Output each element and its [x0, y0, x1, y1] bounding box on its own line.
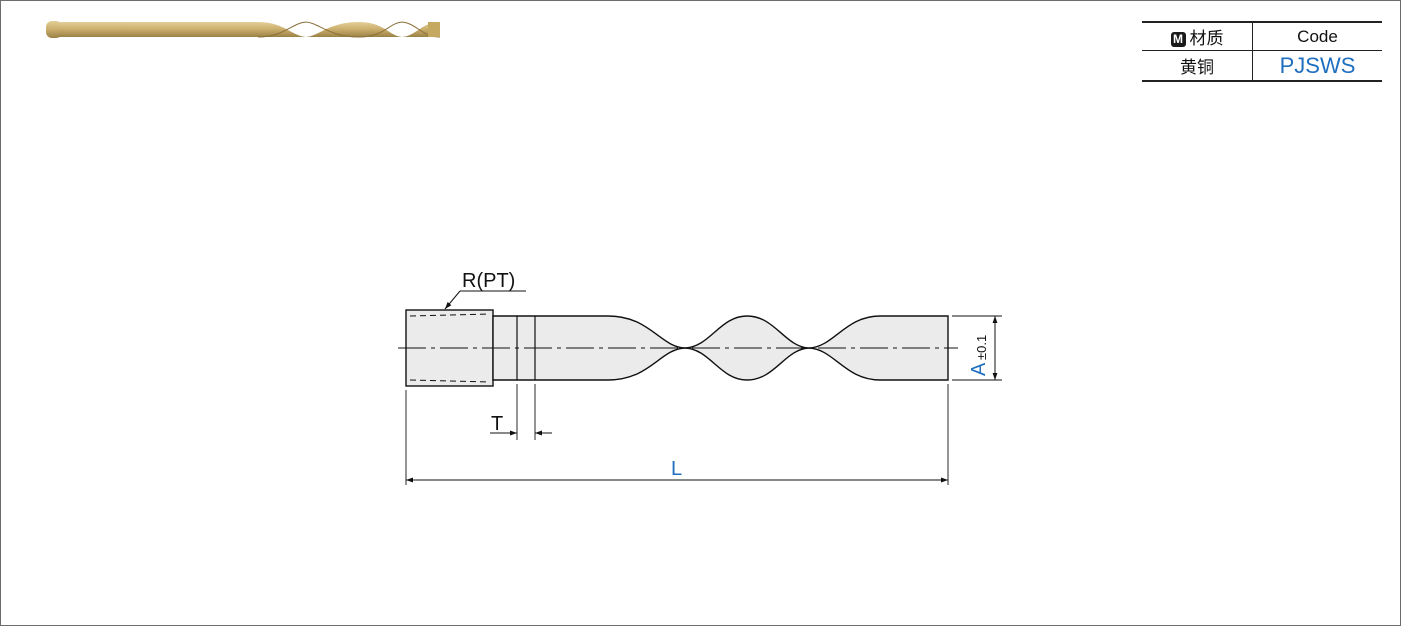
- material-header-label: 材质: [1189, 29, 1224, 48]
- thread-hidden-lines: [409, 313, 491, 383]
- twisted-shank: [492, 315, 949, 381]
- spec-table-row: 黄铜 PJSWS: [1142, 50, 1382, 82]
- dimension-t: T: [490, 384, 552, 440]
- dimension-l-label: L: [671, 458, 682, 480]
- code-header-cell: Code: [1252, 21, 1382, 51]
- M-badge-icon: M: [1170, 32, 1186, 47]
- dimension-t-label: T: [491, 413, 503, 435]
- dimension-a-label: A: [968, 362, 990, 376]
- code-value-cell: PJSWS: [1252, 50, 1382, 82]
- dimension-a-tolerance: ±0.1: [974, 335, 989, 360]
- thread-callout: R(PT): [444, 270, 526, 310]
- product-photo: [46, 21, 441, 38]
- dimension-l: L: [405, 384, 949, 485]
- thread-label: R(PT): [462, 270, 515, 292]
- material-value-cell: 黄铜: [1142, 50, 1253, 82]
- dimension-a: A ±0.1: [952, 315, 1002, 381]
